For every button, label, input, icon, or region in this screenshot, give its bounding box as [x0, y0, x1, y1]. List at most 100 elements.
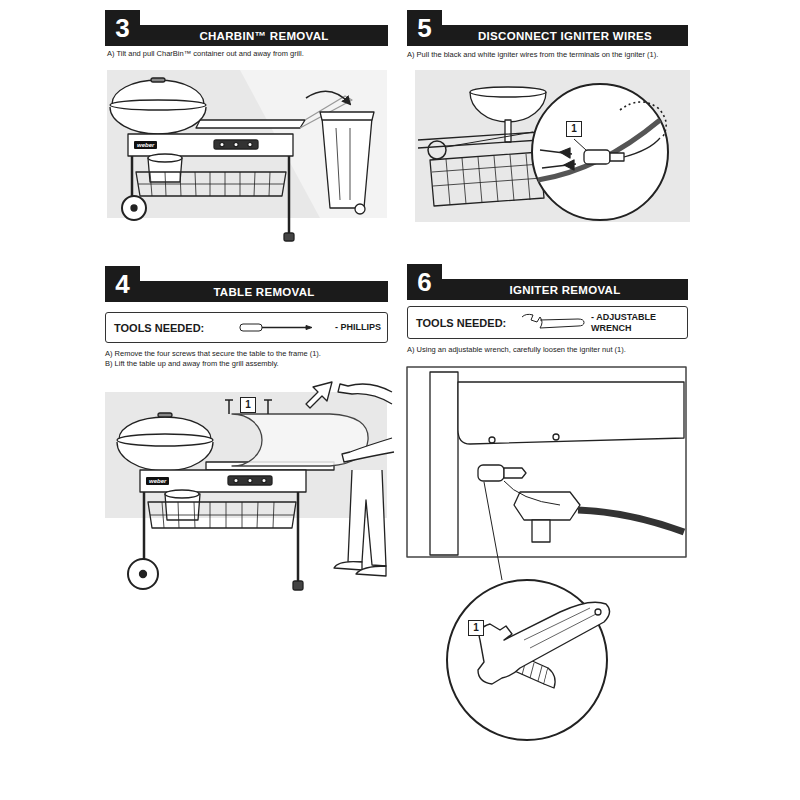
control-panel	[214, 140, 258, 149]
frame-hole	[553, 434, 559, 440]
cart-leg	[297, 492, 300, 582]
cart-leg	[288, 156, 291, 234]
charbin-ridge	[336, 128, 350, 200]
igniter-nut	[610, 153, 624, 161]
lift-arrow	[306, 382, 332, 408]
person-legs	[348, 470, 386, 566]
igniter-cable	[624, 138, 660, 157]
caster	[293, 581, 303, 590]
front-panel	[128, 134, 293, 156]
wrench-detail	[524, 608, 596, 648]
charbin-rim	[320, 112, 374, 120]
frame-tube	[538, 120, 660, 180]
cart-leg	[131, 156, 134, 200]
igniter-wires-illustration	[415, 70, 690, 222]
kettle-rim	[117, 434, 213, 446]
kettle-rim	[110, 100, 206, 110]
tools-label: TOOLS NEEDED:	[416, 317, 506, 329]
shelf-grid	[138, 172, 284, 196]
removal-arrow	[306, 91, 350, 104]
person-arm	[342, 438, 394, 462]
callout-leader	[574, 139, 586, 150]
igniter-removal-illustration	[407, 367, 686, 740]
tank-top	[148, 154, 182, 162]
tools-box: TOOLS NEEDED:- PHILLIPS	[105, 312, 388, 343]
pull-arrows	[560, 148, 574, 170]
step-title: IGNITER REMOVAL	[442, 279, 688, 300]
grate	[430, 152, 544, 206]
cart-leg	[143, 492, 146, 560]
detail-leader	[484, 482, 502, 580]
control-panel	[228, 476, 272, 485]
step-text: A) Pull the black and white igniter wire…	[407, 51, 690, 60]
callout-number: 1	[473, 623, 479, 633]
step-title: DISCONNECT IGNITER WIRES	[442, 25, 688, 46]
shoe	[334, 562, 362, 570]
step-title: TABLE REMOVAL	[140, 281, 388, 302]
screwdriver-icon	[240, 324, 312, 331]
bottom-shelf	[136, 172, 286, 196]
step-header: 4TABLE REMOVAL	[105, 266, 388, 302]
callout-number: 1	[571, 124, 577, 134]
callout-number: 1	[245, 400, 251, 410]
step-header: 5DISCONNECT IGNITER WIRES	[407, 10, 688, 46]
step-text: B) Lift the table up and away from the g…	[105, 360, 388, 369]
igniter	[478, 465, 504, 481]
person-arm	[338, 384, 392, 404]
wheel-hub	[140, 571, 147, 578]
callout-box: 1	[468, 620, 484, 636]
tool-name: - PHILLIPS	[335, 322, 381, 332]
detail-frame	[407, 367, 686, 557]
table-removal-illustration	[105, 382, 394, 590]
adjustable-wrench	[478, 602, 610, 684]
bottom-shelf	[148, 502, 296, 528]
step-header: 6IGNITER REMOVAL	[407, 264, 688, 300]
brand-logo: weber	[146, 477, 169, 485]
step-text: A) Using an adjustable wrench, carefully…	[407, 346, 688, 355]
regulator-valve	[532, 520, 550, 542]
charbin-container	[322, 118, 372, 208]
kettle-rim	[470, 87, 546, 97]
kettle-leg	[505, 120, 511, 142]
tool-name: - ADJUSTABLE WRENCH	[591, 312, 679, 333]
step-number: 5	[407, 10, 442, 46]
tools-box: TOOLS NEEDED: - ADJUSTABLE WRENCH	[407, 306, 688, 339]
side-table	[196, 120, 305, 128]
wrench-hole	[595, 609, 601, 615]
wheel-hub	[131, 205, 137, 211]
step-text: A) Tilt and pull CharBin™ container out …	[107, 50, 387, 59]
step-number: 3	[105, 10, 140, 46]
step-header: 3CHARBIN™ REMOVAL	[105, 10, 388, 46]
grate-bars	[432, 154, 542, 205]
wire-path	[620, 102, 666, 138]
callout-box: 1	[566, 121, 582, 137]
gas-hose	[578, 510, 684, 532]
wheel	[128, 559, 158, 589]
step-text: A) Remove the four screws that secure th…	[105, 350, 388, 359]
charbin-illustration	[107, 70, 387, 241]
lid-handle	[151, 78, 165, 82]
shelf-grid	[150, 502, 294, 528]
caster	[284, 233, 294, 241]
igniter-end	[544, 668, 555, 688]
screwdriver-handle	[240, 324, 262, 331]
igniter	[584, 150, 610, 164]
panel-ground	[415, 70, 690, 222]
regulator	[514, 492, 580, 520]
charbin-wheel	[355, 204, 365, 214]
front-panel	[140, 470, 306, 492]
lid-handle	[158, 413, 172, 417]
shoe	[356, 566, 386, 576]
wrench-icon	[522, 314, 584, 328]
panel-ground	[107, 70, 387, 218]
cart-frame	[418, 132, 540, 148]
screwdriver-shaft	[262, 327, 306, 329]
wheel	[122, 196, 146, 220]
detail-marker	[428, 141, 446, 159]
wrench-shape	[522, 314, 584, 328]
cart-leg	[430, 372, 458, 555]
callout-box: 1	[240, 397, 256, 413]
